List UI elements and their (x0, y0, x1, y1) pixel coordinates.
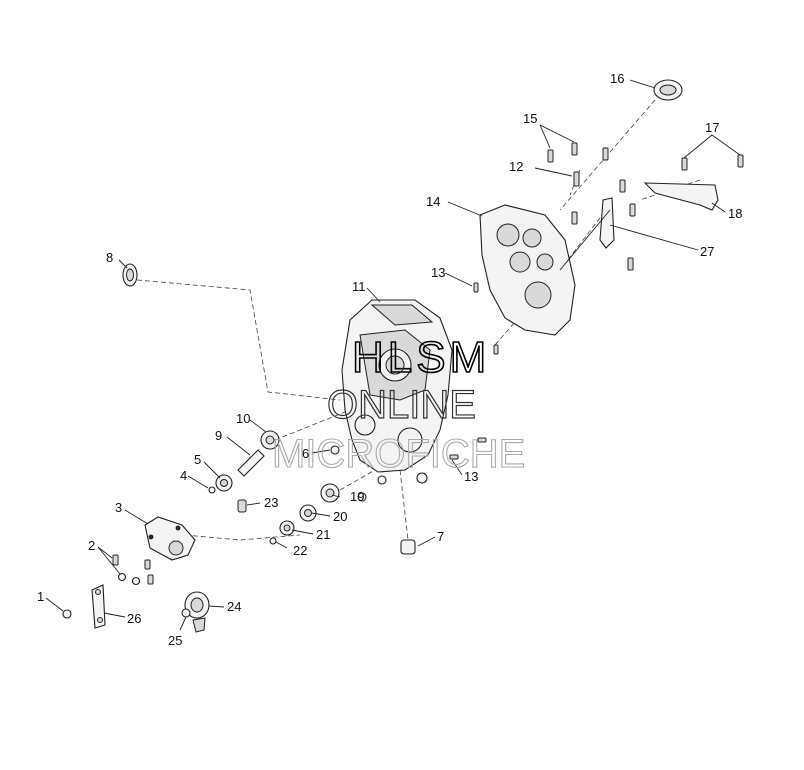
callout-20: 20 (333, 509, 347, 524)
callout-13-lower: 13 (464, 469, 478, 484)
gearcase-cover (479, 204, 576, 336)
callout-26: 26 (127, 611, 141, 626)
callout-24: 24 (227, 599, 241, 614)
watermark: HLSM ONLINE MICROFICHE (271, 332, 525, 476)
plate-3 (144, 516, 196, 561)
callout-16: 16 (610, 71, 624, 86)
callout-1: 1 (37, 589, 44, 604)
seal-8 (122, 263, 138, 287)
watermark-line-2: ONLINE (327, 383, 476, 427)
callout-17: 17 (705, 120, 719, 135)
gearcase-housing (341, 299, 453, 473)
callout-9: 9 (215, 428, 222, 443)
callout-8: 8 (106, 250, 113, 265)
roller-24 (181, 591, 210, 633)
callout-27: 27 (700, 244, 714, 259)
callout-18: 18 (728, 206, 742, 221)
small-fasteners (62, 554, 154, 619)
assembly-line-8 (136, 279, 341, 401)
callout-5: 5 (194, 452, 201, 467)
watermark-line-1: HLSM (352, 333, 490, 382)
callout-7: 7 (437, 529, 444, 544)
callout-15: 15 (523, 111, 537, 126)
leader-lines (45, 79, 741, 631)
callout-14: 14 (426, 194, 440, 209)
seal-16 (653, 79, 683, 101)
callout-21: 21 (316, 527, 330, 542)
callout-3: 3 (115, 500, 122, 515)
callout-10: 10 (236, 411, 250, 426)
callout-25: 25 (168, 633, 182, 648)
assembly-line-19 (339, 469, 376, 491)
bracket-parts (559, 182, 719, 271)
watermark-line-3: MICROFICHE (272, 432, 525, 476)
callout-22: 22 (293, 543, 307, 558)
shaft-assembly (208, 430, 280, 513)
assembly-line-3 (184, 534, 301, 541)
callout-11: 11 (352, 279, 366, 294)
callout-labels: 1 2 3 4 5 6 7 8 9 10 11 12 13 13 14 15 1… (37, 71, 742, 648)
assembly-line-7 (399, 469, 409, 541)
callout-12: 12 (509, 159, 523, 174)
callout-6: 6 (302, 446, 309, 461)
assembly-line-10 (274, 409, 351, 441)
link-26 (91, 584, 106, 629)
assembly-line-18 (639, 179, 701, 201)
callout-19: 19 (350, 489, 364, 504)
callout-13-upper: 13 (431, 265, 445, 280)
plug-7 (400, 539, 416, 555)
bolts (449, 142, 744, 460)
callout-2: 2 (88, 538, 95, 553)
callout-23: 23 (264, 495, 278, 510)
gears-19-20-21 (269, 445, 428, 545)
callout-4: 4 (180, 468, 187, 483)
